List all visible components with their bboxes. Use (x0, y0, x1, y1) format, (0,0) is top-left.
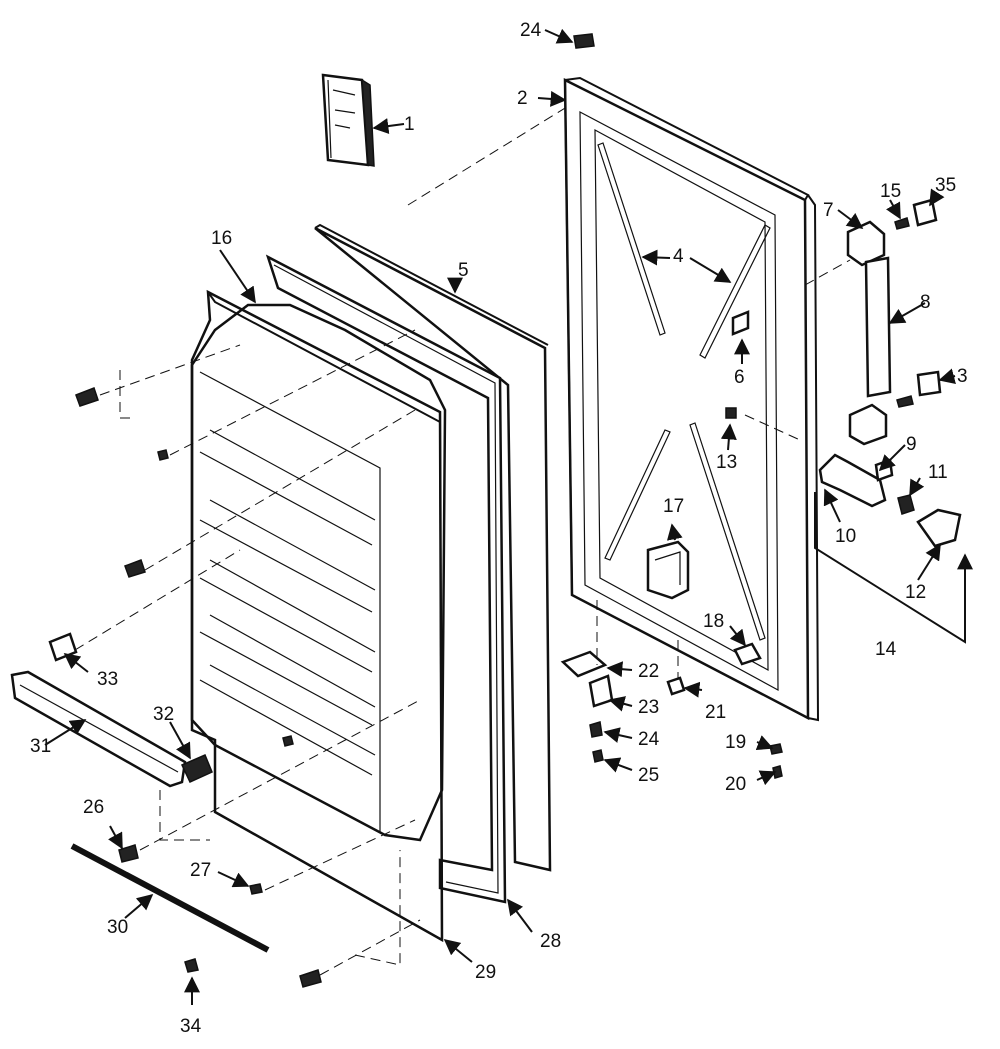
screws (75, 387, 322, 988)
callout-32: 32 (153, 704, 174, 725)
door-stop-part (646, 540, 690, 600)
callout-9: 9 (906, 434, 917, 455)
callout-24-bottom: 24 (638, 729, 660, 750)
callout-4: 4 (673, 246, 684, 267)
callout-10: 10 (835, 526, 856, 547)
clip-33-part (48, 632, 78, 662)
callout-13: 13 (716, 452, 737, 473)
grille-clip-part (180, 754, 213, 783)
callout-8: 8 (920, 292, 931, 313)
callout-leaders (44, 28, 956, 1005)
door-gasket-part (265, 254, 507, 904)
door-liner-part (190, 303, 447, 842)
door-braces-part (597, 142, 771, 641)
callout-16: 16 (211, 228, 232, 249)
callout-5: 5 (458, 260, 469, 281)
handle-assembly (846, 198, 942, 446)
callout-30: 30 (107, 917, 128, 938)
callout-34: 34 (180, 1016, 202, 1037)
callout-1: 1 (404, 114, 415, 135)
callout-15: 15 (880, 181, 901, 202)
callout-33: 33 (97, 669, 118, 690)
callout-18: 18 (703, 611, 724, 632)
callout-3: 3 (957, 366, 968, 387)
alignment-lines (74, 104, 851, 976)
callout-7: 7 (823, 200, 834, 221)
callout-6: 6 (734, 367, 745, 388)
callout-11: 11 (928, 462, 948, 483)
callout-22: 22 (638, 661, 659, 682)
part-14-bracket-line (814, 492, 973, 644)
callout-19: 19 (725, 732, 746, 753)
rod-part (70, 843, 270, 953)
door-outer-panel-part (563, 76, 820, 722)
toe-grille-part (10, 670, 187, 788)
bottom-hinge-hardware (560, 33, 783, 779)
door-insulation-part (314, 226, 552, 872)
callout-28: 28 (540, 931, 561, 952)
clip-part (731, 310, 750, 336)
lock-assembly (818, 453, 962, 548)
bracket-part (733, 642, 762, 666)
manual-booklet-part (321, 73, 375, 167)
callout-26: 26 (83, 797, 104, 818)
callout-23: 23 (638, 697, 659, 718)
callout-27: 27 (190, 860, 211, 881)
callout-labels: 1 2 3 4 5 6 7 8 9 10 11 12 13 14 15 16 1… (30, 20, 968, 1037)
callout-25: 25 (638, 765, 659, 786)
callout-2: 2 (517, 88, 528, 109)
door-screw-part (725, 407, 737, 419)
callout-14: 14 (875, 639, 897, 660)
callout-24-top: 24 (520, 20, 542, 41)
callout-29: 29 (475, 962, 496, 983)
callout-12: 12 (905, 582, 926, 603)
callout-35: 35 (935, 175, 956, 196)
callout-17: 17 (663, 496, 684, 517)
callout-31: 31 (30, 736, 51, 757)
callout-20: 20 (725, 774, 746, 795)
callout-21: 21 (705, 702, 726, 723)
